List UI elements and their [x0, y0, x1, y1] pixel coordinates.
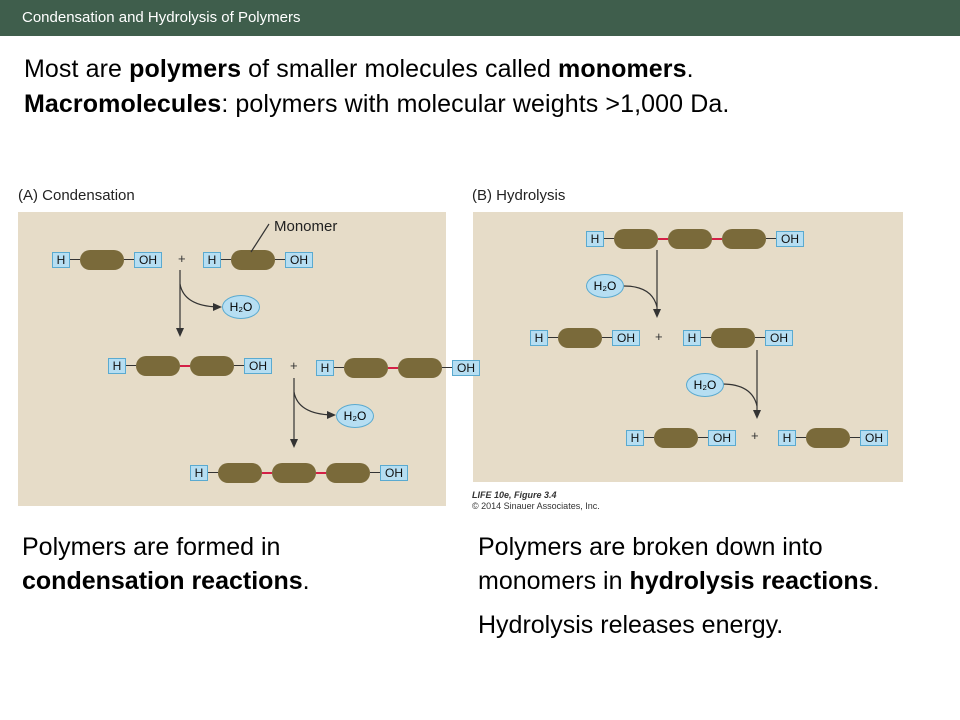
caption-condensation: Polymers are formed in condensation reac… — [22, 533, 310, 595]
bond-line — [548, 337, 558, 338]
monomer-bead — [614, 229, 658, 249]
intro-line-2: Macromolecules: polymers with molecular … — [24, 90, 730, 118]
oh-cap: OH — [612, 330, 640, 346]
monomer-bead — [654, 428, 698, 448]
figure-credit-title: LIFE 10e, Figure 3.4 — [472, 490, 557, 500]
plus-sign: + — [178, 251, 186, 266]
plus-sign: + — [751, 428, 759, 443]
bond-line — [602, 337, 612, 338]
oh-cap: OH — [860, 430, 888, 446]
bond-line — [766, 238, 776, 239]
h-cap: H — [683, 330, 701, 346]
bond-line — [208, 472, 218, 473]
h-cap: H — [108, 358, 126, 374]
covalent-link — [658, 238, 668, 240]
h-cap: H — [530, 330, 548, 346]
monomer-bead — [711, 328, 755, 348]
monomer-bead — [722, 229, 766, 249]
bond-line — [644, 437, 654, 438]
title-bar: Condensation and Hydrolysis of Polymers — [0, 0, 960, 36]
h-cap: H — [586, 231, 604, 247]
panel-a-label: (A) Condensation — [18, 187, 135, 204]
monomer-bead — [190, 356, 234, 376]
h-cap: H — [190, 465, 208, 481]
monomer-bead — [558, 328, 602, 348]
plus-sign: + — [655, 329, 663, 344]
h-cap: H — [203, 252, 221, 268]
water-molecule: H₂O — [336, 404, 374, 428]
intro-line-1: Most are polymers of smaller molecules c… — [24, 55, 694, 83]
covalent-link — [388, 367, 398, 369]
monomer-bead — [136, 356, 180, 376]
bond-line — [275, 259, 285, 260]
bond-line — [126, 365, 136, 366]
covalent-link — [180, 365, 190, 367]
oh-cap: OH — [134, 252, 162, 268]
monomer-bead — [80, 250, 124, 270]
oh-cap: OH — [708, 430, 736, 446]
hydrolysis-energy-note: Hydrolysis releases energy. — [478, 611, 784, 639]
bond-line — [701, 337, 711, 338]
bond-line — [755, 337, 765, 338]
monomer-bead — [218, 463, 262, 483]
oh-cap: OH — [380, 465, 408, 481]
monomer-bead — [668, 229, 712, 249]
covalent-link — [262, 472, 272, 474]
bond-line — [124, 259, 134, 260]
bond-line — [221, 259, 231, 260]
monomer-bead — [398, 358, 442, 378]
bond-line — [442, 367, 452, 368]
h-cap: H — [626, 430, 644, 446]
water-molecule: H₂O — [686, 373, 724, 397]
oh-cap: OH — [776, 231, 804, 247]
h-cap: H — [316, 360, 334, 376]
monomer-bead — [272, 463, 316, 483]
bond-line — [604, 238, 614, 239]
bond-line — [334, 367, 344, 368]
bond-line — [796, 437, 806, 438]
water-molecule: H₂O — [586, 274, 624, 298]
plus-sign: + — [290, 358, 298, 373]
slide-header-title: Condensation and Hydrolysis of Polymers — [22, 9, 301, 26]
oh-cap: OH — [452, 360, 480, 376]
bond-line — [70, 259, 80, 260]
monomer-bead — [326, 463, 370, 483]
bond-line — [850, 437, 860, 438]
covalent-link — [712, 238, 722, 240]
oh-cap: OH — [285, 252, 313, 268]
monomer-bead — [806, 428, 850, 448]
monomer-bead — [344, 358, 388, 378]
h-cap: H — [52, 252, 70, 268]
intro-text: Most are polymers of smaller molecules c… — [24, 52, 944, 122]
panel-b-label: (B) Hydrolysis — [472, 187, 566, 204]
bond-line — [370, 472, 380, 473]
caption-hydrolysis: Polymers are broken down into monomers i… — [478, 530, 938, 642]
h-cap: H — [778, 430, 796, 446]
monomer-label: Monomer — [274, 218, 338, 235]
oh-cap: OH — [765, 330, 793, 346]
monomer-bead — [231, 250, 275, 270]
bond-line — [234, 365, 244, 366]
figure-credit-copyright: © 2014 Sinauer Associates, Inc. — [472, 501, 600, 511]
figure-credit: LIFE 10e, Figure 3.4 © 2014 Sinauer Asso… — [472, 490, 600, 512]
bond-line — [698, 437, 708, 438]
oh-cap: OH — [244, 358, 272, 374]
covalent-link — [316, 472, 326, 474]
water-molecule: H₂O — [222, 295, 260, 319]
